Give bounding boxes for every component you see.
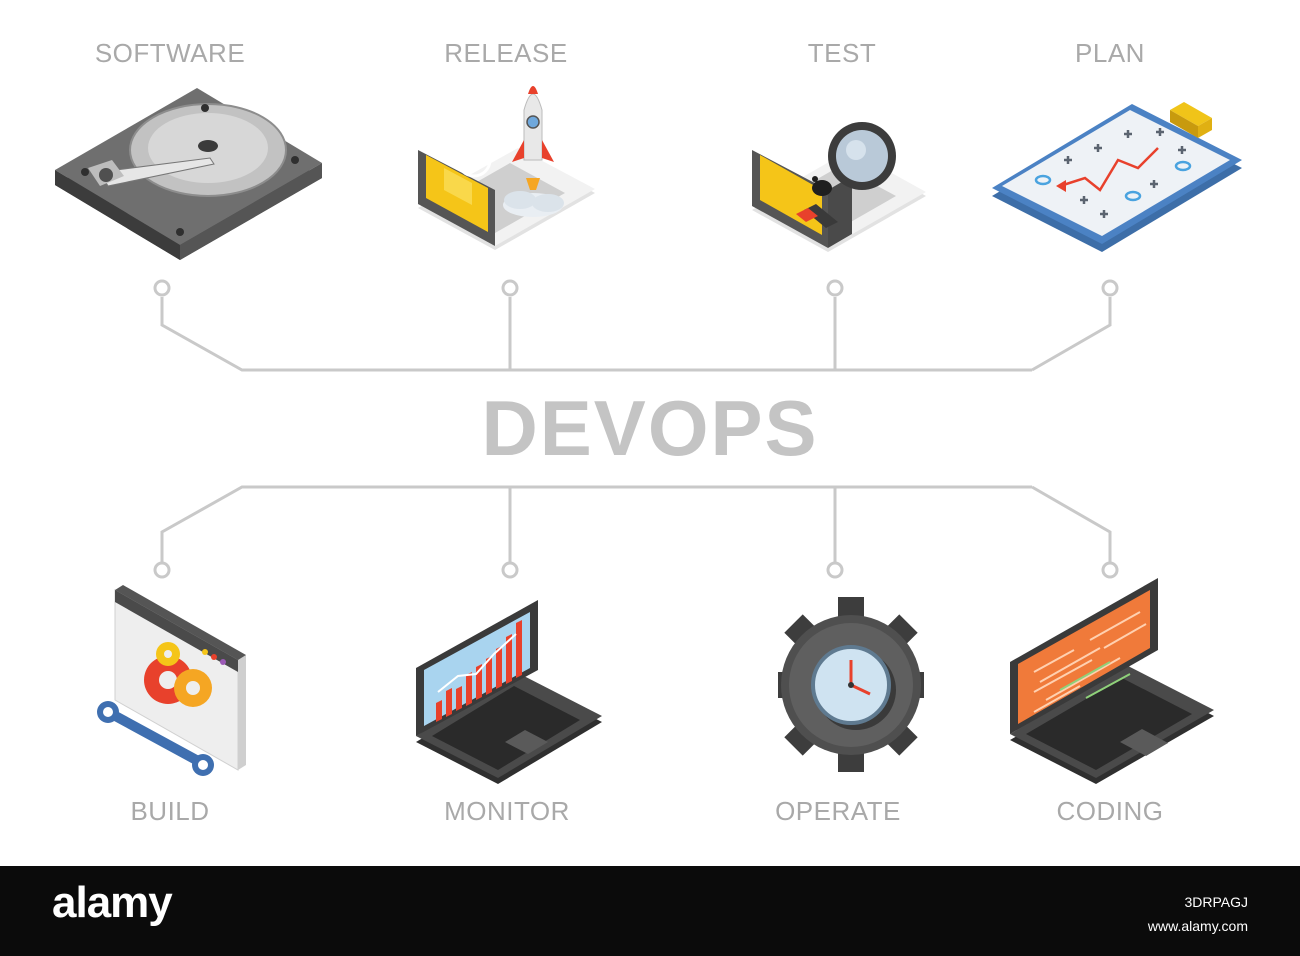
node-build xyxy=(153,561,171,579)
node-operate xyxy=(826,561,844,579)
window-gears-wrench-icon xyxy=(97,585,246,776)
connector-network xyxy=(160,297,1112,562)
node-software xyxy=(153,279,171,297)
node-monitor xyxy=(501,561,519,579)
label-release: RELEASE xyxy=(444,38,568,68)
footer-url: www.alamy.com xyxy=(1147,918,1248,934)
label-test: TEST xyxy=(807,38,877,68)
bottom-connector-build xyxy=(160,485,1032,562)
footer-bar: alamy 3DRPAGJ www.alamy.com xyxy=(0,866,1300,956)
bottom-connector-coding xyxy=(1031,485,1112,562)
hard-drive-icon xyxy=(55,88,322,260)
node-plan xyxy=(1101,279,1119,297)
laptop-magnifier-icon xyxy=(752,122,926,252)
gear-clock-icon xyxy=(778,597,924,772)
laptop-code-icon xyxy=(1010,578,1214,784)
top-connector-software xyxy=(160,297,1032,372)
label-software: SOFTWARE xyxy=(94,38,246,68)
connector-nodes xyxy=(153,279,1119,579)
node-test xyxy=(826,279,844,297)
label-coding: CODING xyxy=(1056,796,1164,826)
laptop-chart-icon xyxy=(416,600,602,784)
node-release xyxy=(501,279,519,297)
label-build: BUILD xyxy=(130,796,210,826)
strategy-board-icon xyxy=(992,102,1242,252)
label-operate: OPERATE xyxy=(775,796,901,826)
label-monitor: MONITOR xyxy=(444,796,570,826)
top-connector-plan xyxy=(1031,297,1112,372)
diagram-title: DEVOPS xyxy=(481,384,819,472)
label-plan: PLAN xyxy=(1075,38,1145,68)
image-code: 3DRPAGJ xyxy=(1184,894,1248,910)
diagram-graphics xyxy=(55,86,1242,784)
laptop-rocket-icon xyxy=(418,86,595,250)
node-coding xyxy=(1101,561,1119,579)
brand-logo: alamy xyxy=(52,878,173,927)
